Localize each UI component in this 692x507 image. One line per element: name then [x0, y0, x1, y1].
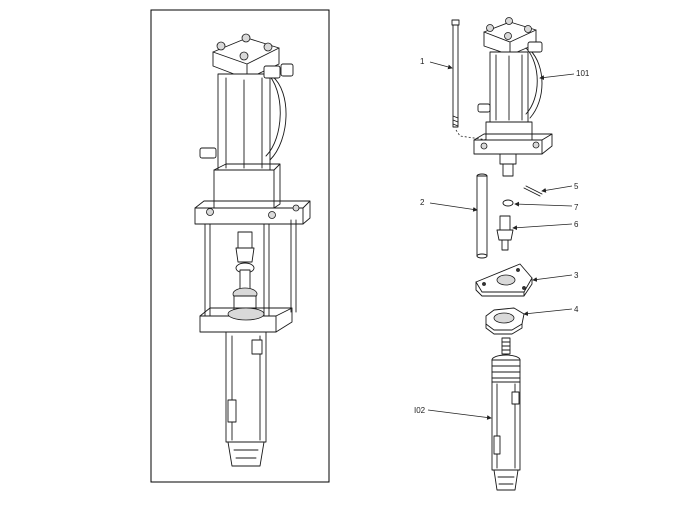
air-motor-assembled	[199, 33, 294, 209]
callout-101: 101	[576, 69, 590, 78]
coupling-part-6: 6	[496, 215, 579, 251]
exploded-view: 1 101	[414, 17, 590, 491]
callout-3: 3	[574, 271, 579, 280]
clip-part-7: 7	[502, 199, 579, 212]
air-motor-part-101: 101	[473, 17, 590, 177]
callout-6: 6	[574, 220, 579, 229]
callout-5: 5	[574, 182, 579, 191]
callout-4: 4	[574, 305, 579, 314]
tie-rod-part-1: 1	[420, 19, 489, 141]
callout-2: 2	[420, 198, 425, 207]
callout-7: 7	[574, 203, 579, 212]
displacement-pump-part-102: I02	[414, 337, 521, 491]
connecting-rod-assembled	[232, 231, 258, 311]
lower-plate-assembled	[199, 307, 293, 333]
tie-rods-assembled	[204, 219, 297, 317]
displacement-pump-assembled	[225, 331, 267, 467]
callout-1: 1	[420, 57, 425, 66]
assembled-pump-panel	[150, 9, 330, 483]
callout-102: I02	[414, 406, 426, 415]
nut-part-4: 4	[485, 305, 579, 335]
mounting-plate-assembled	[194, 200, 311, 225]
pin-part-5: 5	[523, 182, 579, 197]
tube-part-2: 2	[420, 173, 488, 259]
tie-rod-plate-part-3: 3	[475, 263, 579, 297]
